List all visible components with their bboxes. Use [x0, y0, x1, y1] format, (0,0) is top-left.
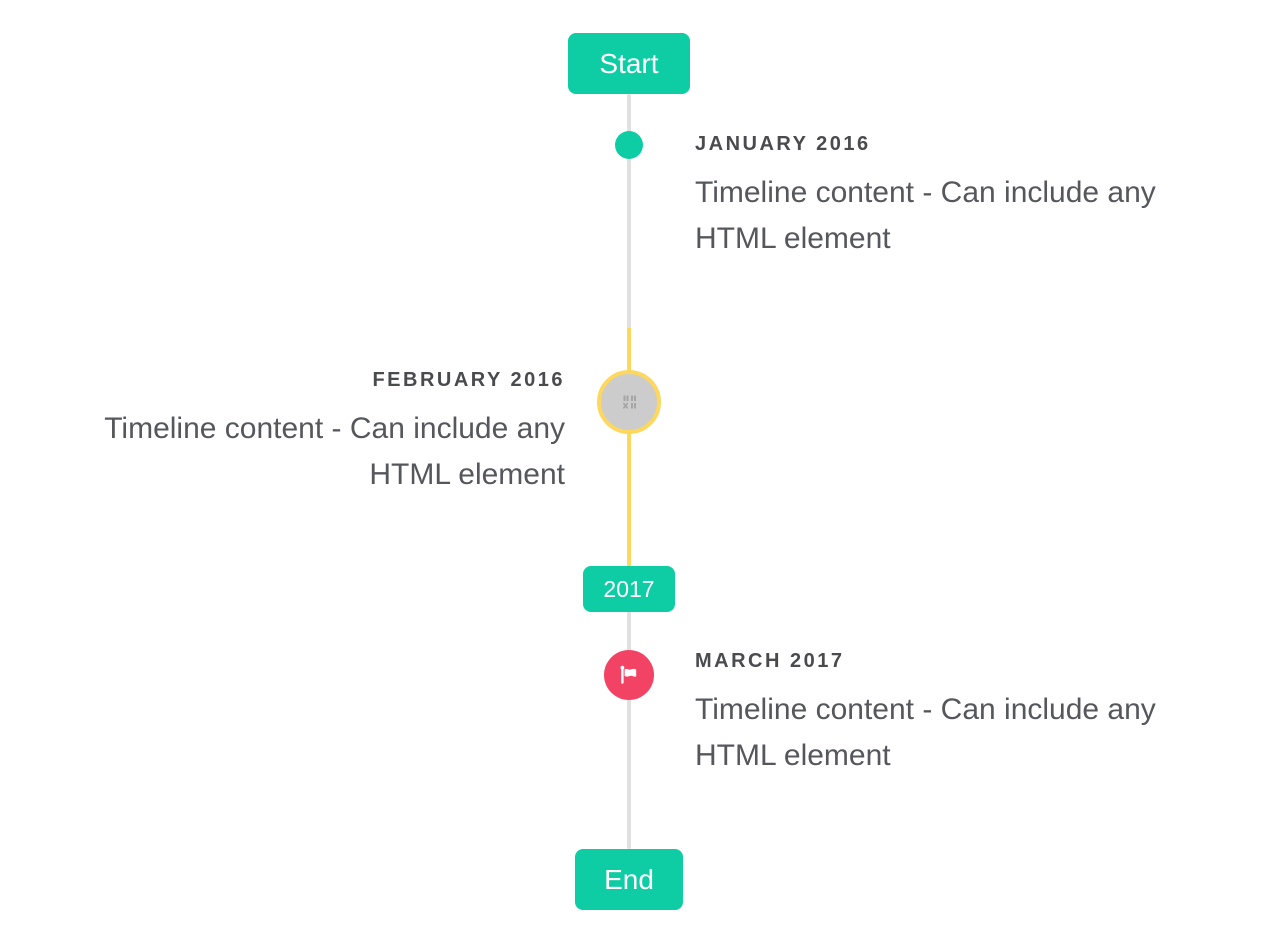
start-flag-button[interactable]: Start — [568, 33, 690, 94]
entry-title: MARCH 2017 — [695, 650, 845, 672]
broken-image-icon — [621, 395, 638, 409]
entry-content: Timeline content - Can include any HTML … — [104, 412, 565, 491]
year-2017-flag-button[interactable]: 2017 — [583, 566, 675, 612]
timeline-entry-march: MARCH 2017 Timeline content - Can includ… — [695, 649, 1225, 779]
february-node-circle — [597, 370, 661, 434]
entry-content: Timeline content - Can include any HTML … — [695, 176, 1156, 255]
entry-content: Timeline content - Can include any HTML … — [695, 693, 1156, 772]
january-node-dot-icon — [615, 131, 643, 159]
timeline-line-highlight — [627, 328, 631, 566]
entry-title: FEBRUARY 2016 — [372, 369, 565, 391]
march-node-circle — [604, 650, 654, 700]
entry-title: JANUARY 2016 — [695, 133, 871, 155]
timeline-entry-february: FEBRUARY 2016 Timeline content - Can inc… — [35, 368, 565, 498]
timeline-entry-january: JANUARY 2016 Timeline content - Can incl… — [695, 132, 1225, 262]
flag-icon — [617, 663, 641, 687]
end-flag-button[interactable]: End — [575, 849, 683, 910]
